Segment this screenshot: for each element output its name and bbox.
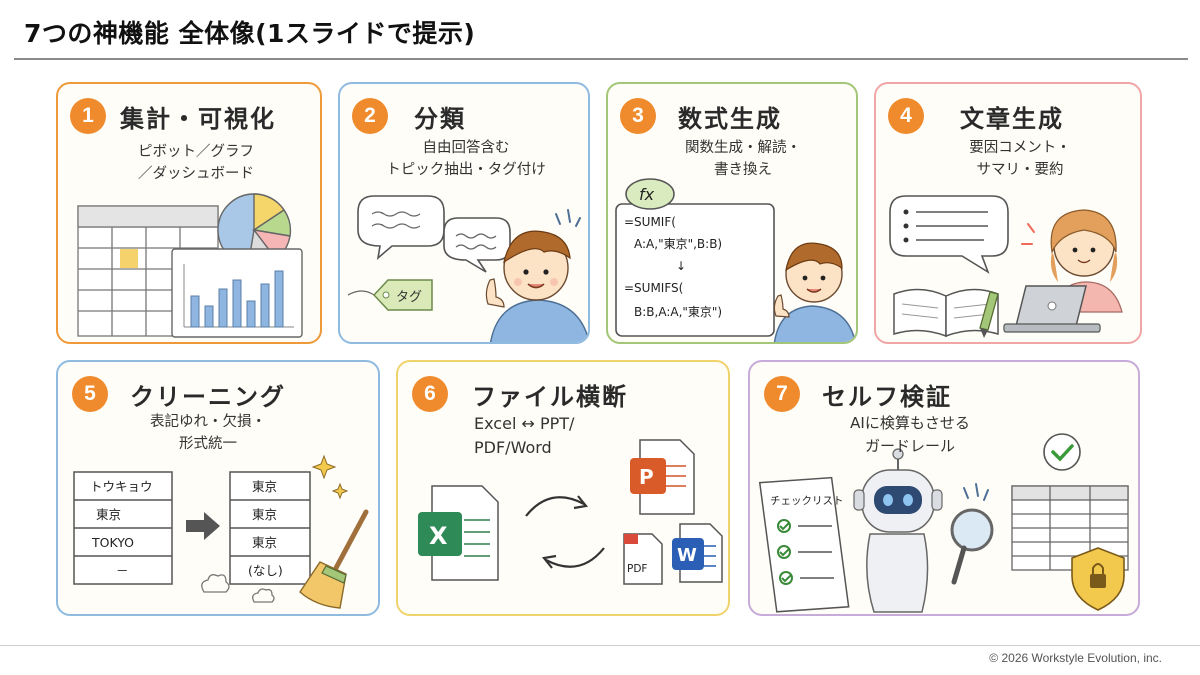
checklist-icon: チェックリスト (758, 476, 850, 613)
card-description: ピボット／グラフ ／ダッシュボード (138, 144, 254, 182)
magnifying-glass-icon (950, 483, 994, 585)
excel-file-icon: X (418, 485, 499, 581)
card-number-badge: 2 (352, 98, 388, 134)
woman-with-laptop-icon (1003, 209, 1123, 333)
pen-icon (979, 291, 999, 338)
card-aggregation-visualization: 1 集計・可視化 ピボット／グラフ ／ダッシュボード (56, 82, 322, 344)
card-number-badge: 7 (764, 376, 800, 412)
cleaning-illustration: トウキョウ 東京 TOKYO － 東京 東京 東京 (なし) (73, 454, 369, 609)
card-description: 関数生成・解読・ 書き換え (685, 140, 801, 178)
word-file-icon: W (672, 523, 723, 583)
card-number-badge: 6 (412, 376, 448, 412)
speech-bubble-icon (357, 195, 511, 273)
card-cross-file: X P PDF W 6 ファイル横断 Excel ↔ PPT/ PDF (396, 360, 730, 616)
card-title: セルフ検証 (822, 383, 952, 411)
card-title: クリーニング (130, 383, 286, 411)
card-number-badge: 5 (72, 376, 108, 412)
card-description: 自由回答含む トピック抽出・タグ付け (386, 140, 546, 178)
formula-line: B:B,A:A,"東京") (634, 305, 722, 319)
card-description: 表記ゆれ・欠損・ 形式統一 (150, 414, 266, 452)
card-description: Excel ↔ PPT/ PDF/Word (474, 414, 575, 457)
bar-chart-icon (171, 248, 303, 338)
card-self-verification: チェックリスト (748, 360, 1140, 616)
card-description: 要因コメント・ サマリ・要約 (969, 140, 1071, 178)
security-shield-icon (1071, 547, 1125, 611)
formula-box (615, 203, 775, 337)
highlighted-cell (120, 249, 138, 268)
card-title: 数式生成 (678, 105, 782, 133)
after-table (229, 471, 311, 585)
card-title: ファイル横断 (472, 383, 628, 411)
card-classification: タグ 2 分類 自由回答含む トピック抽出・タグ付け (338, 82, 590, 344)
check-badge-icon (1043, 433, 1081, 471)
classification-illustration: タグ (347, 195, 588, 342)
card-number-badge: 4 (888, 98, 924, 134)
card-text-generation: 4 文章生成 要因コメント・ サマリ・要約 (874, 82, 1142, 344)
aggregation-illustration (77, 193, 303, 338)
cross-file-illustration: X P PDF W (418, 439, 723, 585)
tag-icon: タグ (347, 279, 433, 311)
before-table (73, 471, 173, 585)
formula-arrow: ↓ (676, 259, 686, 273)
card-formula-generation: fx =SUMIF( A:A,"東京",B:B) ↓ =SUMIFS( B:B,… (606, 82, 858, 344)
dust-cloud-icon (201, 574, 275, 603)
page-title: 7つの神機能 全体像(1スライドで提示) (24, 19, 476, 48)
checklist-title: チェックリスト (770, 495, 844, 507)
boy-pointing-icon (485, 209, 588, 342)
self-verification-illustration: チェックリスト (758, 433, 1129, 613)
pdf-file-icon: PDF (623, 533, 663, 585)
table-cell: 東京 (252, 535, 277, 550)
pdf-label: PDF (627, 563, 647, 575)
footer-divider (0, 645, 1200, 646)
card-title: 分類 (414, 105, 466, 133)
fx-label: fx (639, 185, 655, 204)
formula-line: A:A,"東京",B:B) (634, 237, 722, 251)
sparkle-icon (311, 454, 349, 500)
word-label: W (677, 545, 697, 566)
table-cell: － (116, 563, 129, 578)
card-title: 集計・可視化 (120, 105, 276, 133)
formula-illustration: fx =SUMIF( A:A,"東京",B:B) ↓ =SUMIFS( B:B,… (615, 178, 856, 342)
ppt-label: P (639, 465, 654, 489)
robot-icon (853, 448, 943, 613)
table-cell: TOKYO (91, 535, 134, 550)
broom-icon (299, 509, 369, 609)
text-generation-illustration (889, 195, 1123, 338)
table-cell: (なし) (248, 563, 283, 578)
table-cell: トウキョウ (90, 479, 153, 494)
speech-bubble-icon (889, 195, 1009, 274)
tag-label: タグ (396, 290, 422, 305)
formula-line: =SUMIF( (624, 215, 676, 229)
title-divider (14, 58, 1188, 60)
function-icon: fx (625, 178, 675, 210)
card-data-cleaning: トウキョウ 東京 TOKYO － 東京 東京 東京 (なし) (56, 360, 380, 616)
table-cell: 東京 (252, 479, 277, 494)
arrow-right-icon (186, 512, 220, 540)
table-cell: 東京 (96, 507, 121, 522)
card-title: 文章生成 (960, 105, 1064, 133)
table-cell: 東京 (252, 507, 277, 522)
excel-label: X (429, 522, 448, 550)
formula-line: =SUMIFS( (624, 281, 683, 295)
copyright-text: © 2026 Workstyle Evolution, inc. (989, 651, 1162, 665)
sync-arrows-icon (525, 495, 605, 569)
card-number-badge: 1 (70, 98, 106, 134)
card-description: AIに検算もさせる ガードレール (850, 414, 970, 455)
boy-pointing-icon (773, 242, 856, 342)
card-number-badge: 3 (620, 98, 656, 134)
powerpoint-file-icon: P (630, 439, 695, 515)
